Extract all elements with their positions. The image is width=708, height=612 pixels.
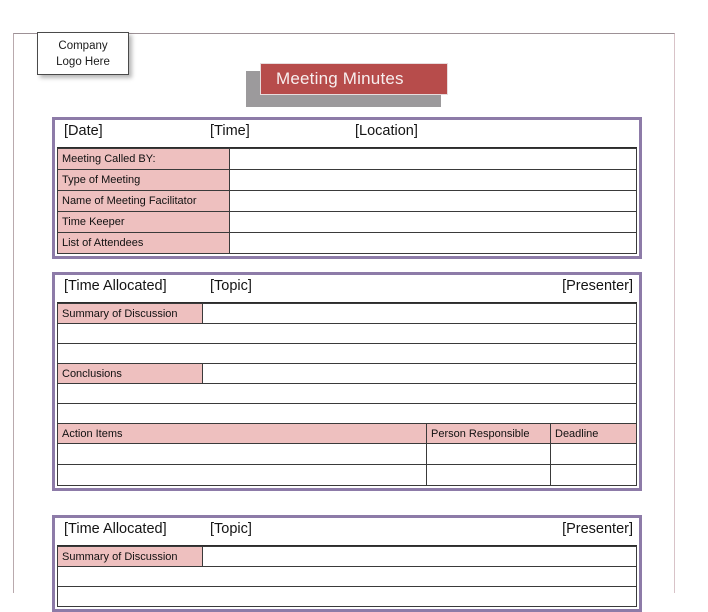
agenda-header-row-2: [Time Allocated] [Topic] [Presenter] <box>57 520 637 546</box>
table-row: Conclusions <box>57 363 637 384</box>
summary-blank-line-2[interactable] <box>57 586 637 607</box>
row-value-type-of-meeting[interactable] <box>229 169 637 191</box>
conclusions-blank-line-1[interactable] <box>57 383 637 404</box>
row-label-list-of-attendees: List of Attendees <box>57 232 230 254</box>
row-value-meeting-facilitator[interactable] <box>229 190 637 212</box>
document-title-banner: Meeting Minutes <box>246 63 448 107</box>
table-row <box>57 566 637 587</box>
table-row <box>57 323 637 344</box>
company-logo-placeholder[interactable]: Company Logo Here <box>37 32 129 75</box>
action-item-1-person[interactable] <box>426 443 551 465</box>
table-row <box>57 443 637 465</box>
header-topic[interactable]: [Topic] <box>210 521 252 537</box>
agenda-header-row-1: [Time Allocated] [Topic] [Presenter] <box>57 277 637 303</box>
header-time-allocated[interactable]: [Time Allocated] <box>64 278 167 294</box>
row-label-time-keeper: Time Keeper <box>57 211 230 233</box>
header-presenter[interactable]: [Presenter] <box>562 278 633 294</box>
header-time[interactable]: [Time] <box>210 123 250 139</box>
row-label-meeting-called-by: Meeting Called BY: <box>57 148 230 170</box>
row-label-summary-of-discussion: Summary of Discussion <box>57 303 203 324</box>
action-item-1-description[interactable] <box>57 443 427 465</box>
table-row <box>57 343 637 364</box>
row-value-time-keeper[interactable] <box>229 211 637 233</box>
header-presenter[interactable]: [Presenter] <box>562 521 633 537</box>
table-row: List of Attendees <box>57 232 637 254</box>
header-topic[interactable]: [Topic] <box>210 278 252 294</box>
summary-blank-line-2[interactable] <box>57 343 637 364</box>
agenda-grid-2: Summary of Discussion <box>57 546 637 607</box>
row-label-summary-of-discussion: Summary of Discussion <box>57 546 203 567</box>
conclusions-blank-line-2[interactable] <box>57 403 637 424</box>
meeting-info-grid: Meeting Called BY: Type of Meeting Name … <box>57 148 637 254</box>
table-row: Action Items Person Responsible Deadline <box>57 423 637 444</box>
table-row: Name of Meeting Facilitator <box>57 190 637 212</box>
row-label-type-of-meeting: Type of Meeting <box>57 169 230 191</box>
table-row: Meeting Called BY: <box>57 148 637 170</box>
action-item-2-description[interactable] <box>57 464 427 486</box>
row-value-conclusions[interactable] <box>202 363 637 384</box>
col-header-action-items: Action Items <box>57 423 427 444</box>
title-band: Meeting Minutes <box>260 63 448 95</box>
action-item-2-person[interactable] <box>426 464 551 486</box>
row-value-summary-of-discussion[interactable] <box>202 303 637 324</box>
page-title: Meeting Minutes <box>276 69 404 88</box>
row-label-meeting-facilitator: Name of Meeting Facilitator <box>57 190 230 212</box>
table-row: Summary of Discussion <box>57 303 637 324</box>
header-time-allocated[interactable]: [Time Allocated] <box>64 521 167 537</box>
agenda-item-table-1: [Time Allocated] [Topic] [Presenter] Sum… <box>52 272 642 491</box>
table-row: Time Keeper <box>57 211 637 233</box>
row-label-conclusions: Conclusions <box>57 363 203 384</box>
header-location[interactable]: [Location] <box>355 123 418 139</box>
logo-line-1: Company <box>58 39 108 52</box>
header-date[interactable]: [Date] <box>64 123 103 139</box>
meeting-info-table: [Date] [Time] [Location] Meeting Called … <box>52 117 642 259</box>
table-row <box>57 383 637 404</box>
logo-line-2: Logo Here <box>56 55 110 68</box>
agenda-grid-1: Summary of Discussion Conclusions Action… <box>57 303 637 486</box>
col-header-deadline: Deadline <box>550 423 637 444</box>
col-header-person-responsible: Person Responsible <box>426 423 551 444</box>
summary-blank-line-1[interactable] <box>57 566 637 587</box>
table-row <box>57 403 637 424</box>
table-row: Summary of Discussion <box>57 546 637 567</box>
action-item-2-deadline[interactable] <box>550 464 637 486</box>
action-item-1-deadline[interactable] <box>550 443 637 465</box>
table-row: Type of Meeting <box>57 169 637 191</box>
table-row <box>57 464 637 486</box>
row-value-summary-of-discussion[interactable] <box>202 546 637 567</box>
summary-blank-line-1[interactable] <box>57 323 637 344</box>
meeting-info-header-row: [Date] [Time] [Location] <box>57 122 637 148</box>
row-value-meeting-called-by[interactable] <box>229 148 637 170</box>
table-row <box>57 586 637 607</box>
row-value-list-of-attendees[interactable] <box>229 232 637 254</box>
agenda-item-table-2: [Time Allocated] [Topic] [Presenter] Sum… <box>52 515 642 612</box>
